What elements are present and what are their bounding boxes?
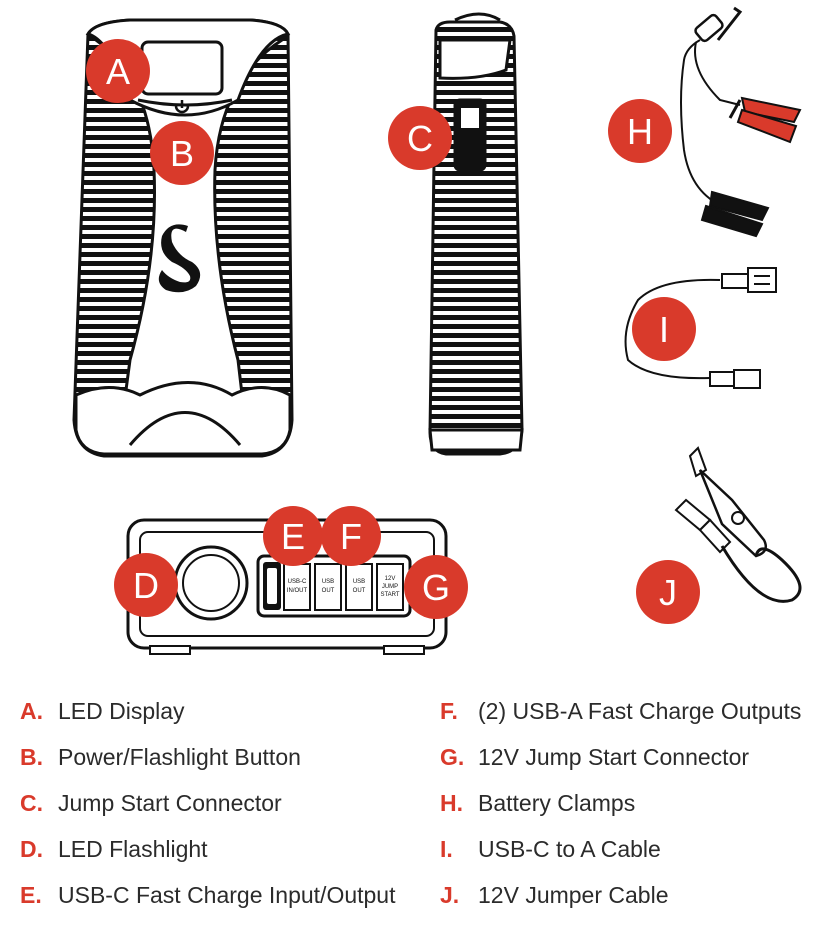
legend-item: B.Power/Flashlight Button [20,744,301,771]
legend-item: J.12V Jumper Cable [440,882,669,909]
legend-item: I.USB-C to A Cable [440,836,661,863]
badge-a: A [86,39,150,103]
usbc-port-label-1: USB-C [288,579,307,585]
svg-text:I: I [659,309,669,350]
usb-port-2 [346,564,372,610]
side-view [430,14,522,454]
front-bottom-cap [76,383,290,455]
jump-port-label-1: 12V [385,576,396,582]
legend-item: D.LED Flashlight [20,836,208,863]
legend-item: G.12V Jump Start Connector [440,744,749,771]
badge-c: C [388,106,452,170]
badge-g: G [404,555,468,619]
svg-text:D: D [133,565,159,606]
svg-text:A: A [106,51,130,92]
svg-text:H: H [627,111,653,152]
usbc-port [284,564,310,610]
led-display-screen [142,42,222,94]
usb-a-plug [748,268,776,292]
product-diagram: USB-C IN/OUT USB OUT USB OUT 12V JUMP ST… [0,0,837,680]
jump-port-label-2: JUMP [382,584,398,590]
legend-item: A.LED Display [20,698,185,725]
svg-text:G: G [422,567,450,608]
badge-j: J [636,560,700,624]
svg-text:J: J [659,572,677,613]
12v-plug [700,470,766,556]
svg-text:F: F [340,516,362,557]
svg-text:E: E [281,516,305,557]
usb-port-2-label-1: USB [353,579,365,585]
usb-port-1-label-1: USB [322,579,334,585]
legend-item: E.USB-C Fast Charge Input/Output [20,882,396,909]
jump-port-label-3: START [380,592,399,598]
legend-item: C.Jump Start Connector [20,790,282,817]
badge-d: D [114,553,178,617]
svg-text:C: C [407,118,433,159]
svg-text:B: B [170,133,194,174]
legend-item: H.Battery Clamps [440,790,635,817]
usb-port-1 [315,564,341,610]
badge-e: E [263,506,323,566]
battery-clamps [681,8,800,236]
usb-port-2-label-2: OUT [353,588,366,594]
legend-item: F.(2) USB-A Fast Charge Outputs [440,698,801,725]
usbc-port-label-2: IN/OUT [287,588,308,594]
side-body-outline [430,22,522,454]
badge-i: I [632,297,696,361]
usb-c-plug [734,370,760,388]
usb-port-1-label-2: OUT [322,588,335,594]
badge-h: H [608,99,672,163]
badge-f: F [321,506,381,566]
badge-b: B [150,121,214,185]
